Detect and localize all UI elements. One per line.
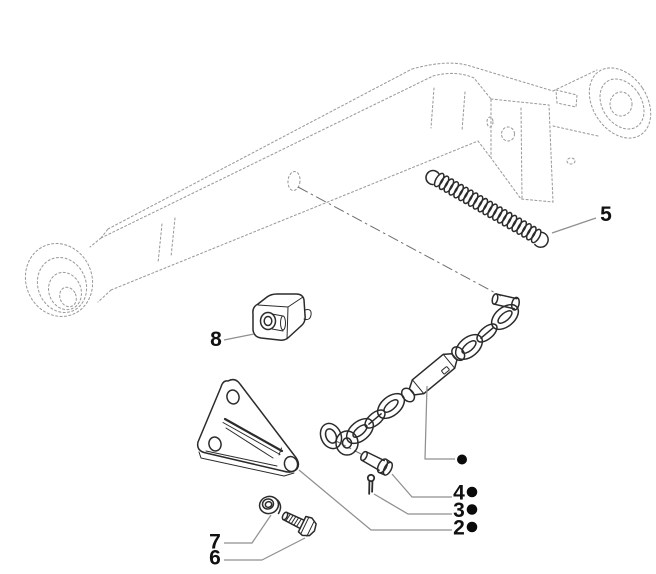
spring-hook-bottom xyxy=(534,231,549,248)
callout-4-bullet xyxy=(466,486,478,498)
arm-left-ball-outer xyxy=(24,243,94,317)
lower-link-arm-phantom xyxy=(24,62,652,317)
spring-part xyxy=(425,169,549,248)
leader-2 xyxy=(298,469,452,531)
spring-hook-top xyxy=(425,169,440,186)
callouts: 5 8 4 3 2 7 6 xyxy=(209,203,612,570)
callout-3-label: 3 xyxy=(453,499,465,522)
callout-4-label: 4 xyxy=(453,482,465,505)
nut-part xyxy=(258,495,282,515)
bolt-part xyxy=(281,511,317,537)
bracket-part xyxy=(196,378,300,477)
assembly-centerlines xyxy=(297,186,502,455)
cotter-pin-part xyxy=(366,473,376,495)
chain-link xyxy=(372,388,410,424)
guide-block-part xyxy=(252,293,312,341)
bracket-hole xyxy=(283,455,299,473)
bracket-hole xyxy=(208,436,222,452)
leader-5 xyxy=(551,217,597,234)
arm-shaft-edge xyxy=(100,75,434,239)
callout-7-label: 7 xyxy=(209,531,221,554)
callout-8-label: 8 xyxy=(210,328,222,351)
leader-6 xyxy=(224,537,306,561)
leader-7 xyxy=(224,514,272,544)
bracket-slot xyxy=(223,417,284,453)
chain-link xyxy=(473,319,501,347)
callout-2-label: 2 xyxy=(453,517,465,540)
callout-5-label: 5 xyxy=(600,203,612,226)
arm-mount-box xyxy=(490,98,554,203)
callout-6-label: 6 xyxy=(209,547,221,570)
clevis-pin-part xyxy=(360,450,394,476)
leader-4 xyxy=(391,473,452,498)
leader-8 xyxy=(223,333,255,341)
assembly-bullet xyxy=(457,454,467,465)
callout-2-bullet xyxy=(466,521,478,533)
chain-eye-end xyxy=(319,422,359,456)
bracket-hole xyxy=(226,389,240,405)
leader-3 xyxy=(373,493,452,515)
callout-3-bullet xyxy=(466,504,478,515)
leader-lines xyxy=(223,217,597,561)
leader-assembly-bullet xyxy=(424,385,455,460)
chain-top-pin xyxy=(491,293,521,311)
centerline-hole-to-pin xyxy=(297,186,502,297)
turnbuckle-body xyxy=(400,346,466,403)
chain-stabilizer-part xyxy=(319,293,524,456)
arm-right-ball-outer xyxy=(588,67,652,139)
arm-hole xyxy=(287,171,301,191)
